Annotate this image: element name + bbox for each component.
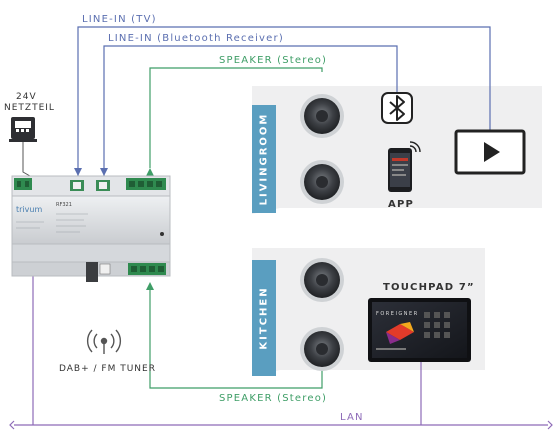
line-in-bt-cable bbox=[100, 45, 398, 178]
speaker-icon bbox=[300, 258, 344, 302]
label-line-in-bt-main: LINE-IN bbox=[108, 33, 153, 44]
device-model: RF321 bbox=[56, 202, 72, 208]
speaker-bottom-cable bbox=[146, 282, 323, 389]
tuner-icon bbox=[86, 329, 122, 354]
power-supply-icon bbox=[9, 117, 37, 142]
speaker-icon bbox=[300, 94, 344, 138]
touchpad-icon: FOREIGNER bbox=[368, 298, 471, 362]
label-psu-voltage: 24V bbox=[16, 92, 37, 102]
bluetooth-icon bbox=[381, 92, 413, 124]
label-line-in-tv: LINE-IN (TV) bbox=[82, 14, 157, 26]
label-line-in-bt: LINE-IN (Bluetooth Receiver) bbox=[108, 33, 284, 45]
speaker-top-cable bbox=[146, 67, 323, 176]
label-speaker-bottom-sub: (Stereo) bbox=[277, 393, 328, 404]
power-cable bbox=[22, 140, 31, 177]
label-lan: LAN bbox=[340, 412, 364, 423]
smartphone-icon bbox=[388, 141, 421, 192]
label-speaker-bottom: SPEAKER (Stereo) bbox=[219, 393, 327, 405]
rf321-device: trivum RF321 bbox=[11, 175, 171, 282]
lan-line bbox=[9, 262, 553, 430]
speaker-icon bbox=[300, 327, 344, 371]
device-brand: trivum bbox=[16, 205, 42, 214]
line-in-tv-cable bbox=[74, 26, 491, 178]
label-line-in-tv-sub: (TV) bbox=[131, 14, 157, 25]
label-speaker-top-main: SPEAKER bbox=[219, 55, 273, 66]
label-app: APP bbox=[388, 199, 414, 210]
room-tag-livingroom: LIVINGROOM bbox=[252, 105, 276, 213]
speaker-icon bbox=[300, 160, 344, 204]
label-speaker-top-sub: (Stereo) bbox=[277, 55, 328, 66]
room-label-livingroom: LIVINGROOM bbox=[258, 112, 270, 206]
tv-icon bbox=[454, 129, 526, 175]
label-line-in-tv-main: LINE-IN bbox=[82, 14, 127, 25]
label-tuner: DAB+ / FM TUNER bbox=[59, 364, 156, 374]
label-psu-name: NETZTEIL bbox=[4, 103, 55, 113]
room-label-kitchen: KITCHEN bbox=[258, 286, 270, 350]
room-tag-kitchen: KITCHEN bbox=[252, 260, 276, 376]
label-line-in-bt-sub: (Bluetooth Receiver) bbox=[157, 33, 284, 44]
label-speaker-top: SPEAKER (Stereo) bbox=[219, 55, 327, 67]
label-touchpad: TOUCHPAD 7” bbox=[383, 282, 475, 293]
label-speaker-bottom-main: SPEAKER bbox=[219, 393, 273, 404]
touchpad-screen-artist: FOREIGNER bbox=[376, 311, 419, 317]
